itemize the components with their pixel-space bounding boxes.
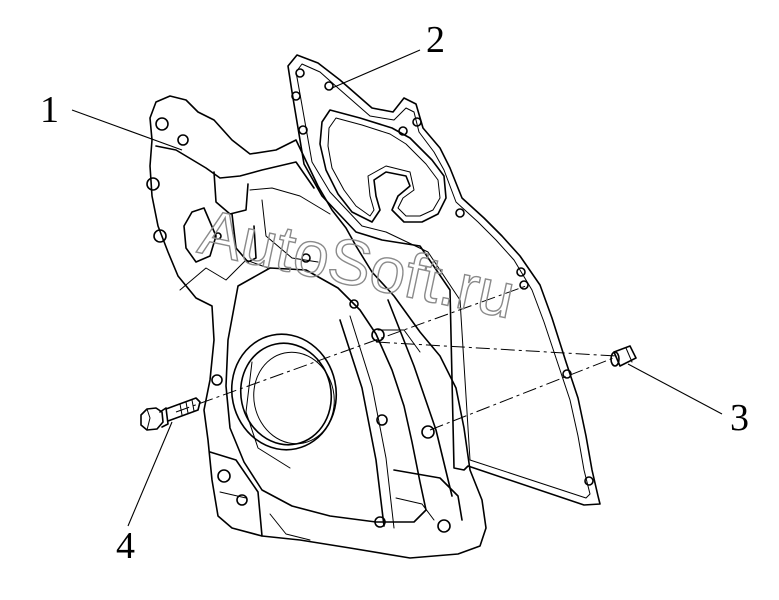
callout-2: 2 — [426, 19, 445, 61]
callout-4: 4 — [116, 525, 135, 567]
assembly-axes — [175, 285, 617, 431]
gasket — [287, 54, 601, 506]
callout-3: 3 — [730, 397, 749, 439]
watermark-text: AutoSoft.ru — [193, 195, 521, 332]
leader-lines — [71, 49, 723, 527]
bolt — [140, 397, 201, 431]
callout-1: 1 — [40, 89, 59, 131]
timing-cover — [146, 95, 487, 559]
dowel-sleeve — [610, 345, 637, 367]
